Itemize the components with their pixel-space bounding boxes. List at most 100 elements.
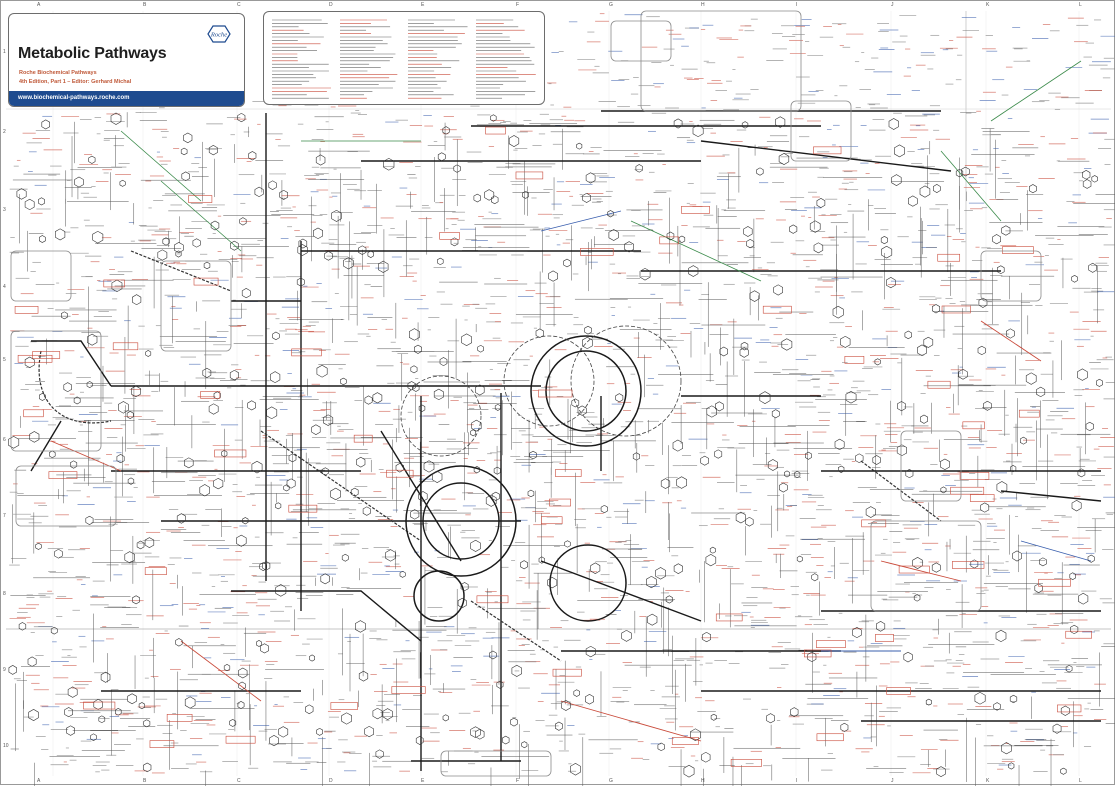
molecule-ring [438, 153, 445, 161]
molecule-ring [396, 463, 404, 472]
molecule-ring [238, 701, 244, 708]
enzyme-label-box [672, 737, 698, 744]
molecule-ring [744, 227, 753, 237]
molecule-ring [1061, 706, 1069, 716]
molecule-ring [411, 366, 417, 373]
molecule-ring [485, 190, 494, 201]
molecule-ring [276, 503, 281, 509]
molecule-ring [768, 460, 778, 471]
molecule-ring [51, 627, 57, 634]
molecule-ring [855, 454, 863, 463]
molecule-ring [495, 404, 500, 410]
molecule-ring [486, 495, 496, 506]
molecule-ring [509, 136, 519, 147]
molecule-ring [17, 189, 26, 200]
regulation-line [121, 131, 201, 201]
molecule-ring [373, 708, 382, 719]
enzyme-label-box [150, 741, 174, 748]
molecule-ring [747, 239, 754, 247]
molecule-ring [236, 535, 246, 546]
enzyme-label-box [516, 172, 543, 179]
molecule-ring [209, 145, 217, 155]
molecule-ring [673, 440, 683, 451]
molecule-ring [677, 477, 687, 489]
molecule-ring [384, 158, 394, 170]
molecule-ring [701, 456, 709, 465]
molecule-ring [65, 708, 73, 717]
molecule-ring [841, 723, 848, 731]
molecule-ring [127, 411, 133, 418]
roche-logo-icon: Roche [204, 25, 234, 43]
molecule-ring [143, 763, 151, 772]
enzyme-label-box [226, 736, 255, 743]
molecule-ring [1086, 422, 1094, 431]
enzyme-label-box [938, 254, 960, 261]
molecule-ring [1070, 573, 1076, 580]
molecule-ring [511, 718, 518, 726]
molecule-ring [25, 199, 34, 210]
molecule-ring [1029, 185, 1036, 193]
molecule-ring [1037, 387, 1045, 397]
molecule-ring [881, 236, 887, 243]
molecule-ring [182, 172, 190, 181]
molecule-ring [757, 168, 764, 176]
molecule-ring [131, 386, 140, 397]
molecule-ring [882, 246, 892, 258]
molecule-ring [9, 436, 19, 448]
molecule-ring [373, 393, 382, 403]
molecule-ring [176, 639, 183, 647]
molecule-ring [9, 665, 17, 674]
metabolic-cycle [546, 351, 626, 431]
molecule-ring [321, 574, 330, 584]
molecule-ring [204, 262, 210, 269]
molecule-ring [720, 347, 728, 356]
enzyme-label-box [215, 450, 246, 457]
molecule-ring [674, 564, 683, 574]
main-pathway-line [231, 591, 421, 641]
molecule-ring [242, 288, 250, 297]
molecule-ring [633, 453, 640, 461]
enzyme-label-box [813, 147, 841, 154]
molecule-ring [181, 148, 187, 155]
molecule-ring [238, 668, 247, 678]
molecule-ring [70, 461, 76, 469]
enzyme-label-box [1039, 579, 1071, 586]
molecule-ring [1002, 743, 1012, 754]
molecule-ring [489, 651, 496, 659]
molecule-ring [279, 727, 288, 738]
molecule-ring [230, 370, 238, 380]
website-link[interactable]: www.biochemical-pathways.roche.com [9, 91, 244, 106]
molecule-ring [693, 125, 703, 137]
molecule-ring [1092, 176, 1098, 183]
molecule-ring [184, 133, 193, 143]
molecule-ring [29, 709, 39, 720]
molecule-ring [536, 329, 544, 338]
molecule-ring [158, 250, 167, 260]
molecule-ring [209, 404, 218, 415]
molecule-ring [940, 459, 949, 470]
molecule-ring [437, 258, 443, 265]
molecule-ring [814, 243, 823, 253]
molecule-ring [876, 621, 885, 631]
molecule-ring [87, 334, 97, 345]
notes-text-lines [264, 12, 544, 104]
molecule-ring [539, 557, 545, 563]
enzyme-label-box [477, 596, 508, 603]
molecule-ring [978, 346, 986, 355]
molecule-ring [750, 291, 759, 302]
molecule-ring [767, 714, 775, 723]
molecule-ring [146, 350, 151, 356]
molecule-ring [139, 703, 145, 709]
enzyme-label-box [486, 127, 506, 134]
red-pathway-line [51, 441, 121, 471]
molecule-ring [904, 652, 913, 662]
molecule-ring [622, 630, 632, 641]
molecule-ring [920, 415, 927, 423]
molecule-ring [224, 664, 230, 670]
molecule-ring [443, 127, 450, 135]
poster-title: Metabolic Pathways [18, 45, 166, 63]
molecule-ring [386, 550, 396, 562]
molecule-ring [332, 210, 342, 221]
molecule-ring [248, 401, 256, 410]
molecule-ring [39, 236, 45, 243]
